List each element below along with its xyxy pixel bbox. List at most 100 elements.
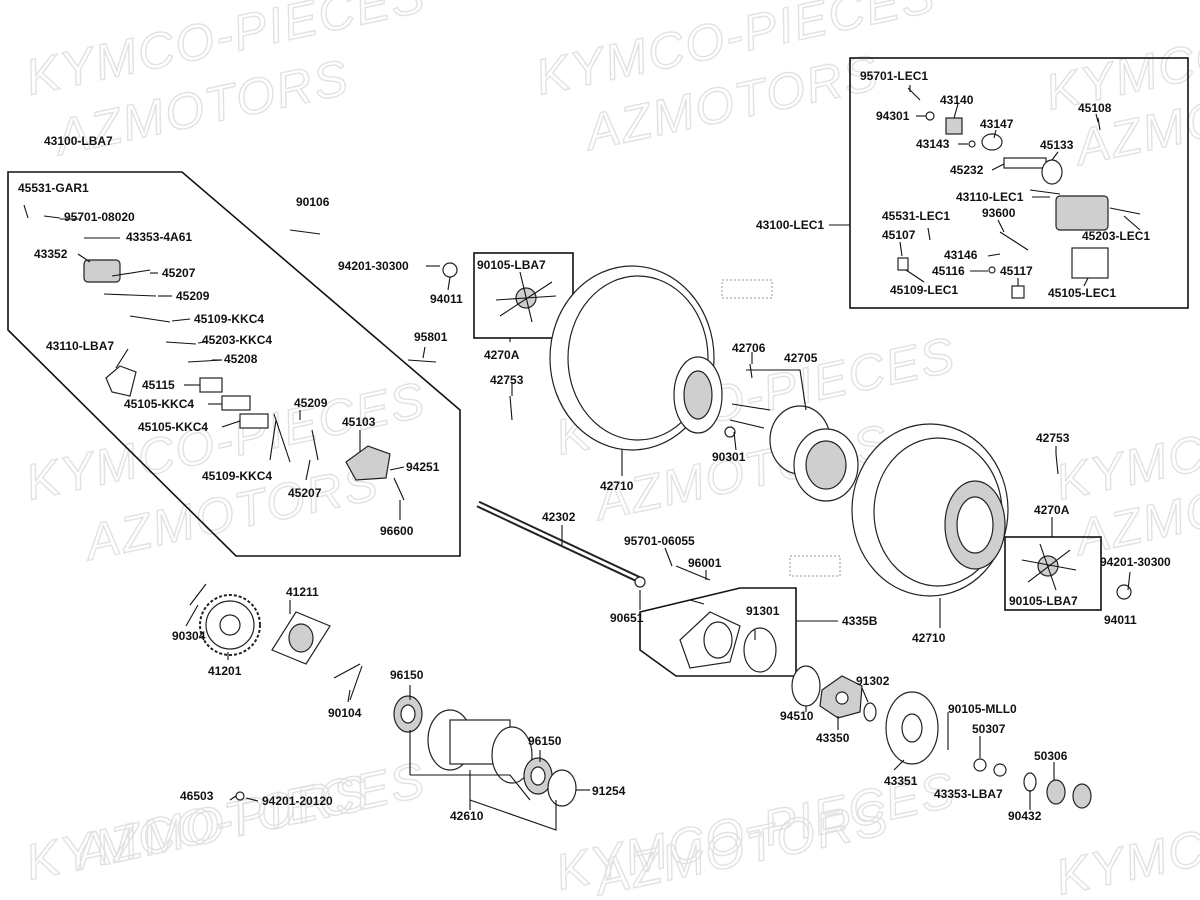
label-90106: 90106: [296, 195, 330, 209]
label-43350: 43350: [816, 731, 850, 745]
label-42706: 42706: [732, 341, 766, 355]
label-45207-a: 45207: [162, 266, 196, 280]
label-93600: 93600: [982, 206, 1016, 220]
sprocket-hub: [271, 611, 331, 665]
label-90105-LBA7-a: 90105-LBA7: [477, 258, 546, 272]
label-45109-LEC1: 45109-LEC1: [890, 283, 958, 297]
ring-90432: [1023, 772, 1037, 792]
right-caliper-kit-parts: [897, 87, 1141, 299]
brake-hub-43350: [819, 675, 863, 719]
label-45105-LEC1: 45105-LEC1: [1048, 286, 1116, 300]
caliper-bracket: [679, 611, 777, 673]
label-43146: 43146: [944, 248, 978, 262]
label-45109-KKC4-a: 45109-KKC4: [194, 312, 264, 326]
label-45209-b: 45209: [294, 396, 328, 410]
label-94011-a: 94011: [430, 292, 463, 306]
label-43100-LEC1: 43100-LEC1: [756, 218, 824, 232]
label-41211: 41211: [286, 585, 319, 599]
label-90105-LBA7-b: 90105-LBA7: [1009, 594, 1078, 608]
label-90105-MLL0: 90105-MLL0: [948, 702, 1017, 716]
label-45531-GAR1: 45531-GAR1: [18, 181, 89, 195]
label-41201: 41201: [208, 664, 242, 678]
label-43353-4A61: 43353-4A61: [126, 230, 192, 244]
nut-50306-b: [1072, 783, 1092, 809]
label-45203-LEC1: 45203-LEC1: [1082, 229, 1150, 243]
label-94510: 94510: [780, 709, 814, 723]
watermark-kymco: KYMCO-PIECES: [1051, 766, 1200, 900]
label-43351: 43351: [884, 774, 918, 788]
label-95701-06055: 95701-06055: [624, 534, 695, 548]
label-50307: 50307: [972, 722, 1006, 736]
label-43143: 43143: [916, 137, 950, 151]
label-90304: 90304: [172, 629, 206, 643]
label-94201-20120: 94201-20120: [262, 794, 333, 808]
label-96001: 96001: [688, 556, 722, 570]
label-96600: 96600: [380, 524, 414, 538]
rim-42705: [769, 405, 859, 502]
label-42753-b: 42753: [1036, 431, 1070, 445]
label-43100-LBA7: 43100-LBA7: [44, 134, 113, 148]
label-43352: 43352: [34, 247, 68, 261]
label-42302: 42302: [542, 510, 576, 524]
label-43110-LBA7: 43110-LBA7: [46, 339, 114, 353]
label-96150-a: 96150: [390, 668, 424, 682]
label-95801: 95801: [414, 330, 448, 344]
leader-lines: [60, 85, 1141, 831]
label-45105-KKC4-b: 45105-KKC4: [138, 420, 208, 434]
label-45107: 45107: [882, 228, 916, 242]
label-90432: 90432: [1008, 809, 1042, 823]
label-43147: 43147: [980, 117, 1014, 131]
left-caliper-kit-parts: [23, 204, 405, 501]
hub-spider-upper: [495, 271, 557, 323]
label-4335B: 4335B: [842, 614, 878, 628]
label-42705: 42705: [784, 351, 818, 365]
label-45117: 45117: [1000, 264, 1033, 278]
circlip-91302: [863, 702, 877, 722]
label-42710-a: 42710: [600, 479, 634, 493]
hub-group-box-lower: [1004, 536, 1102, 611]
label-42610: 42610: [450, 809, 484, 823]
part-drawings: [23, 87, 1141, 809]
label-45108: 45108: [1078, 101, 1112, 115]
label-45208: 45208: [224, 352, 258, 366]
washer-50307: [973, 758, 987, 772]
label-94011-b: 94011: [1104, 613, 1137, 627]
sprocket: [199, 594, 261, 656]
label-90104: 90104: [328, 706, 362, 720]
seal-ring-94510: [791, 665, 821, 707]
label-45209-a: 45209: [176, 289, 210, 303]
label-90651: 90651: [610, 611, 644, 625]
caliper-kit-group-box: [849, 57, 1189, 309]
tire-lower: [851, 423, 1009, 597]
label-45133: 45133: [1040, 138, 1074, 152]
label-4270A-b: 4270A: [1034, 503, 1070, 517]
label-95701-08020: 95701-08020: [64, 210, 135, 224]
label-50306: 50306: [1034, 749, 1068, 763]
label-90301: 90301: [712, 450, 746, 464]
label-45116: 45116: [932, 264, 965, 278]
label-91254: 91254: [592, 784, 626, 798]
label-45105-KKC4-a: 45105-KKC4: [124, 397, 194, 411]
label-91301: 91301: [746, 604, 780, 618]
label-43353-LBA7: 43353-LBA7: [934, 787, 1003, 801]
watermark-azmotors: AZMOTORS: [68, 764, 374, 881]
label-45203-KKC4: 45203-KKC4: [202, 333, 272, 347]
label-42753-a: 42753: [490, 373, 524, 387]
axle-housing: [393, 695, 577, 807]
label-45103: 45103: [342, 415, 376, 429]
brake-disc: [885, 691, 939, 765]
watermark-layer: KYMCO-PIECES AZMOTORS KYMCO-PIECES AZMOT…: [20, 0, 1200, 900]
part-labels: 43100-LBA7 45531-GAR1 95701-08020 43353-…: [18, 69, 1171, 823]
label-96150-b: 96150: [528, 734, 562, 748]
brake-kit-group-box: [7, 171, 461, 557]
label-91302: 91302: [856, 674, 890, 688]
rear-axle: [476, 500, 646, 588]
label-45109-KKC4-b: 45109-KKC4: [202, 469, 272, 483]
label-43110-LEC1: 43110-LEC1: [956, 190, 1024, 204]
label-42710-b: 42710: [912, 631, 946, 645]
label-95701-LEC1: 95701-LEC1: [860, 69, 928, 83]
hub-spider-lower: [1021, 543, 1077, 591]
nut-50307: [993, 763, 1007, 777]
